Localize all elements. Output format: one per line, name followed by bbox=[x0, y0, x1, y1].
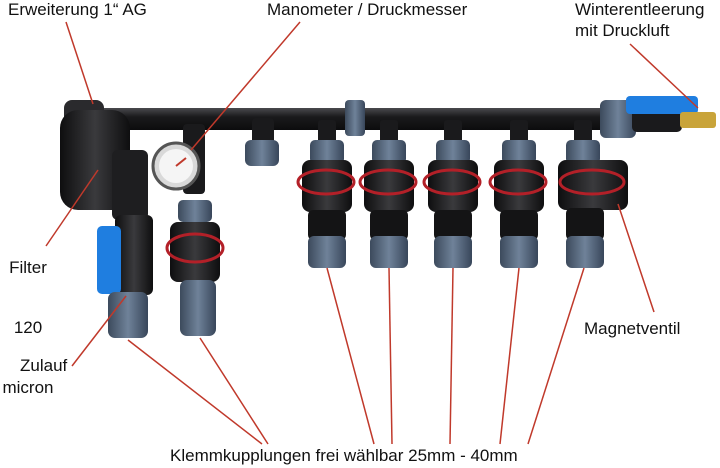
magnet-valve-2 bbox=[296, 120, 356, 268]
leader-klemm-6 bbox=[499, 267, 520, 445]
winterentleerung-valve bbox=[600, 96, 716, 138]
leader-klemm-3 bbox=[326, 267, 375, 445]
leader-klemm-5 bbox=[449, 267, 454, 445]
label-winterentleerung: Winterentleerung bbox=[575, 0, 705, 19]
empty-outlet bbox=[245, 118, 279, 166]
leader-klemm-1 bbox=[127, 339, 263, 445]
leader-klemm-2 bbox=[199, 337, 269, 445]
pipe-union bbox=[345, 100, 365, 136]
filter-unit bbox=[60, 110, 148, 220]
label-manometer: Manometer / Druckmesser bbox=[267, 0, 468, 19]
magnet-valve-1 bbox=[165, 222, 225, 336]
leader-klemm-4 bbox=[388, 267, 393, 445]
label-filter-line: micron bbox=[2, 378, 54, 397]
leader-magnet bbox=[617, 203, 655, 313]
label-zulauf: Zulauf bbox=[20, 356, 68, 375]
label-filter-line: Filter bbox=[9, 258, 47, 277]
label-filter-line: 120 bbox=[13, 318, 43, 337]
leader-klemm-7 bbox=[527, 267, 585, 445]
magnet-valve-4 bbox=[422, 120, 482, 268]
label-erweiterung: Erweiterung 1“ AG bbox=[8, 0, 147, 19]
label-magnetventil: Magnetventil bbox=[584, 319, 681, 338]
leader-winter bbox=[629, 43, 699, 109]
zulauf-valve bbox=[97, 215, 153, 338]
label-klemmkupplungen: Klemmkupplungen frei wählbar 25mm - 40mm bbox=[170, 446, 518, 465]
leader-manometer bbox=[190, 21, 301, 151]
manometer-gauge bbox=[151, 124, 212, 222]
label-filter: Filter 120 micron bbox=[2, 218, 54, 418]
magnet-valve-5 bbox=[488, 120, 548, 268]
magnet-valve-3 bbox=[358, 120, 418, 268]
label-druckluft: mit Druckluft bbox=[575, 21, 670, 40]
leader-erweiterung bbox=[65, 21, 94, 105]
leader-lines bbox=[45, 21, 699, 445]
leader-zulauf bbox=[71, 295, 127, 367]
leader-filter bbox=[45, 169, 99, 247]
magnet-valve-6 bbox=[558, 120, 628, 268]
